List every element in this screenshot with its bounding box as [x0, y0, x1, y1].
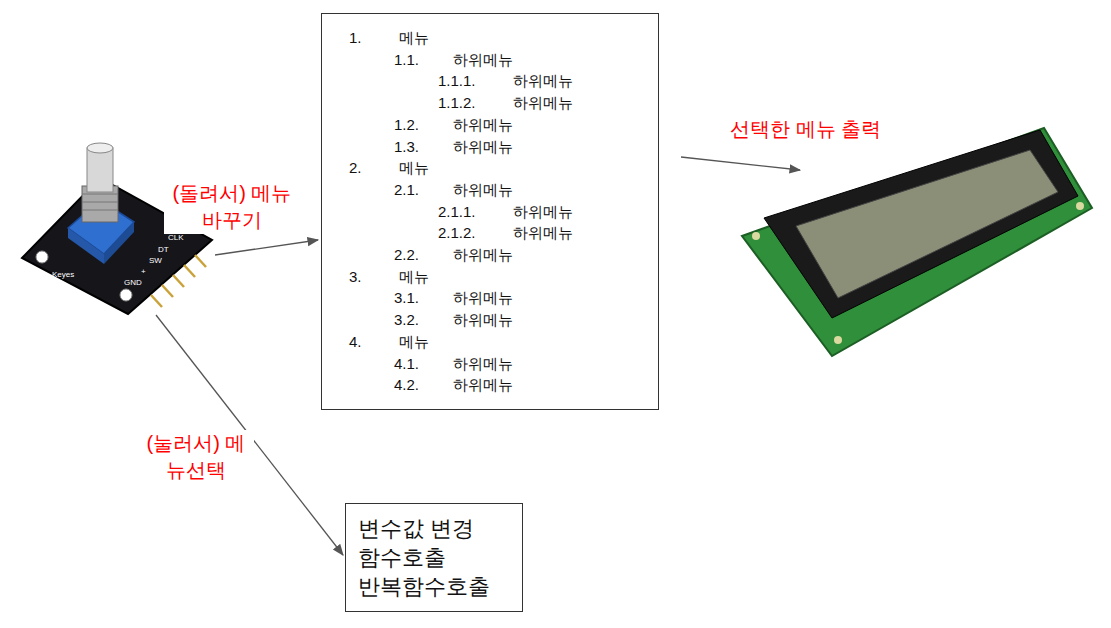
- rotate-arrow: [215, 240, 318, 255]
- menu-item: 하위메뉴: [513, 71, 573, 90]
- pin-name: +: [141, 267, 146, 276]
- output-arrow: [681, 157, 800, 170]
- menu-number: 2.: [349, 158, 362, 177]
- menu-number: 1.1.2.: [438, 93, 476, 112]
- menu-row: 1.1. 하위메뉴: [394, 50, 513, 69]
- board-brand-holder: Keyes: [52, 263, 74, 281]
- menu-item: 하위메뉴: [513, 202, 573, 221]
- press-note-holder: (눌러서) 메뉴선택: [138, 430, 254, 484]
- menu-item: 하위메뉴: [453, 245, 513, 264]
- menu-row: 1. 메뉴: [349, 28, 429, 47]
- menu-number: 3.1.: [394, 288, 419, 307]
- menu-number: 3.2.: [394, 310, 419, 329]
- menu-row: 4. 메뉴: [349, 332, 429, 351]
- output-note: 선택한 메뉴 출력: [727, 116, 884, 143]
- menu-row: 1.1.1. 하위메뉴: [438, 71, 573, 90]
- pin-name: SW: [149, 256, 162, 265]
- action-text: 반복함수호출: [358, 572, 510, 601]
- menu-row: 1.1.2. 하위메뉴: [438, 93, 573, 112]
- menu-row: 2.1.1. 하위메뉴: [438, 202, 573, 221]
- menu-item: 하위메뉴: [453, 137, 513, 156]
- action-box: 변수값 변경함수호출반복함수호출: [345, 503, 523, 612]
- menu-item: 하위메뉴: [513, 223, 573, 242]
- menu-number: 1.3.: [394, 137, 419, 156]
- menu-number: 4.1.: [394, 354, 419, 373]
- menu-item: 하위메뉴: [513, 93, 573, 112]
- menu-row: 3. 메뉴: [349, 267, 429, 286]
- output-note-holder: 선택한 메뉴 출력: [727, 116, 884, 143]
- menu-number: 4.2.: [394, 375, 419, 394]
- menu-number: 2.1.1.: [438, 202, 476, 221]
- menu-number: 1.: [349, 28, 362, 47]
- menu-row: 2.1.2. 하위메뉴: [438, 223, 573, 242]
- menu-row: 3.1. 하위메뉴: [394, 288, 513, 307]
- menu-number: 1.1.: [394, 50, 419, 69]
- menu-number: 3.: [349, 267, 362, 286]
- pin-name-holder: SW: [149, 249, 162, 267]
- pin-name: CLK: [168, 233, 184, 242]
- board-brand: Keyes: [52, 270, 74, 279]
- menu-item: 메뉴: [399, 267, 429, 286]
- rotate-note-holder: (돌려서) 메뉴바꾸기: [164, 180, 300, 234]
- menu-number: 2.1.: [394, 180, 419, 199]
- menu-list-box: 1. 메뉴 1.1. 하위메뉴 1.1.1. 하위메뉴 1.1.2. 하위메뉴 1.2. 하위메뉴…: [321, 13, 659, 410]
- menu-row: 3.2. 하위메뉴: [394, 310, 513, 329]
- menu-row: 4.2. 하위메뉴: [394, 375, 513, 394]
- menu-item: 하위메뉴: [453, 288, 513, 307]
- menu-number: 1.2.: [394, 115, 419, 134]
- menu-item: 하위메뉴: [453, 354, 513, 373]
- menu-row: 2.2. 하위메뉴: [394, 245, 513, 264]
- pin-name-holder: GND: [124, 271, 142, 289]
- pin-name-holder: +: [141, 260, 146, 278]
- pin-name: GND: [124, 278, 142, 287]
- menu-number: 2.1.2.: [438, 223, 476, 242]
- menu-item: 메뉴: [399, 158, 429, 177]
- menu-row: 2. 메뉴: [349, 158, 429, 177]
- pin-name-holder: DT: [158, 238, 169, 256]
- menu-row: 1.3. 하위메뉴: [394, 137, 513, 156]
- menu-row: 2.1. 하위메뉴: [394, 180, 513, 199]
- action-text: 변수값 변경: [358, 514, 510, 543]
- menu-item: 하위메뉴: [453, 180, 513, 199]
- menu-item: 하위메뉴: [453, 115, 513, 134]
- menu-number: 4.: [349, 332, 362, 351]
- menu-number: 1.1.1.: [438, 71, 476, 90]
- menu-item: 하위메뉴: [453, 375, 513, 394]
- menu-number: 2.2.: [394, 245, 419, 264]
- menu-row: 1.2. 하위메뉴: [394, 115, 513, 134]
- lcd-display: [742, 128, 1092, 356]
- menu-item: 메뉴: [399, 28, 429, 47]
- action-text: 함수호출: [358, 543, 510, 572]
- press-note: (눌러서) 메뉴선택: [138, 430, 254, 484]
- menu-row: 4.1. 하위메뉴: [394, 354, 513, 373]
- menu-item: 메뉴: [399, 332, 429, 351]
- menu-item: 하위메뉴: [453, 50, 513, 69]
- pin-name: DT: [158, 245, 169, 254]
- rotate-note: (돌려서) 메뉴바꾸기: [164, 180, 300, 234]
- menu-item: 하위메뉴: [453, 310, 513, 329]
